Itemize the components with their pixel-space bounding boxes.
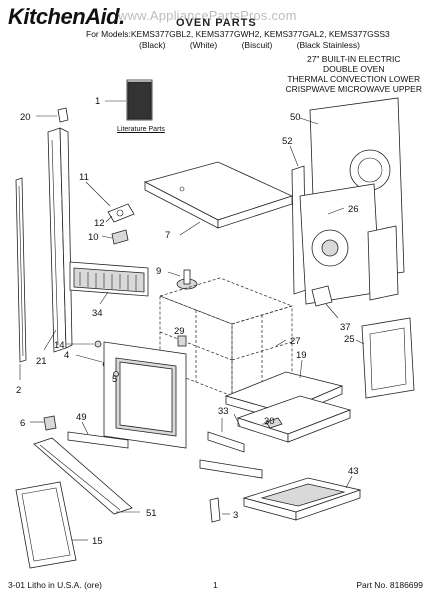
part-top-plate-7: [143, 161, 294, 236]
part-drawer-43: [242, 475, 362, 521]
callout-5: 5: [112, 374, 117, 385]
part-bracket-20: [36, 107, 69, 123]
brand-logo: KitchenAid.: [8, 4, 125, 29]
part-literature: [105, 79, 153, 121]
part-side-trim-21: [43, 127, 73, 353]
footer-part-number: Part No. 8186699: [356, 580, 423, 590]
callout-33: 33: [218, 406, 229, 417]
variant-black-stainless: (Black Stainless): [296, 40, 360, 50]
callout-20: 20: [20, 112, 31, 123]
callout-9: 9: [156, 266, 161, 277]
variant-black: (Black): [139, 40, 166, 50]
part-gasket-51: [33, 437, 140, 515]
callout-49: 49: [76, 412, 87, 423]
callout-1: 1: [95, 96, 100, 107]
callout-4: 4: [64, 350, 69, 361]
part-clip-6: [30, 415, 57, 431]
page-title: OVEN PARTS: [176, 17, 257, 29]
callout-3: 3: [233, 510, 238, 521]
part-screw-3: [209, 497, 230, 523]
callout-12: 12: [94, 218, 105, 229]
callout-25: 25: [344, 334, 355, 345]
watermark: www.AppliancePartsPros.com: [118, 8, 297, 23]
models-line: For Models:KEMS377GBL2, KEMS377GWH2, KEM…: [86, 29, 390, 39]
callout-7: 7: [165, 230, 170, 241]
part-fan-9: [167, 269, 198, 290]
callout-19: 19: [296, 350, 307, 361]
literature-parts-label: Literature Parts: [117, 126, 165, 133]
callout-34: 34: [92, 308, 103, 319]
variant-biscuit: (Biscuit): [241, 40, 273, 50]
part-strip-2: [15, 177, 27, 380]
callout-37: 37: [340, 322, 351, 333]
callout-51: 51: [146, 508, 157, 519]
callout-30: 30: [264, 416, 275, 427]
part-37: [311, 285, 339, 319]
callout-43: 43: [348, 466, 359, 477]
part-gasket-15: [15, 481, 88, 569]
variants-line: (Black) (White) (Biscuit) (Black Stainle…: [139, 40, 382, 50]
callout-29: 29: [174, 326, 185, 337]
callout-50: 50: [290, 112, 301, 123]
callout-11: 11: [79, 172, 89, 183]
callout-27: 27: [290, 336, 301, 347]
product-description: 27" BUILT-IN ELECTRIC DOUBLE OVEN THERMA…: [285, 54, 423, 94]
part-oven-cavity: [158, 277, 294, 397]
part-strip-33: [199, 418, 263, 479]
part-29: [177, 335, 187, 347]
part-screws: [66, 340, 110, 368]
footer-page-number: 1: [213, 580, 218, 590]
part-floor-33: [233, 395, 352, 443]
callout-52: 52: [282, 136, 293, 147]
variant-white: (White): [189, 40, 218, 50]
callout-labels: 1 2 3 4 5 6 7 9 10 11 12 14 15 19 20 21 …: [16, 96, 359, 547]
part-strip-49: [67, 421, 129, 449]
callout-21: 21: [36, 356, 47, 367]
callout-2: 2: [16, 385, 21, 396]
part-front-frame: [103, 341, 187, 449]
callout-10: 10: [88, 232, 99, 243]
part-control-panel-34: [69, 261, 149, 305]
part-switch-assembly: [85, 181, 135, 245]
part-5: [113, 371, 119, 377]
callout-14: 14: [54, 340, 65, 351]
part-convection-panel-26: [299, 183, 399, 305]
callout-26: 26: [348, 204, 359, 215]
footer-litho: 3-01 Litho in U.S.A. (ore): [8, 580, 103, 590]
part-side-panel-25: [355, 317, 415, 399]
callout-15: 15: [92, 536, 103, 547]
callout-6: 6: [20, 418, 25, 429]
